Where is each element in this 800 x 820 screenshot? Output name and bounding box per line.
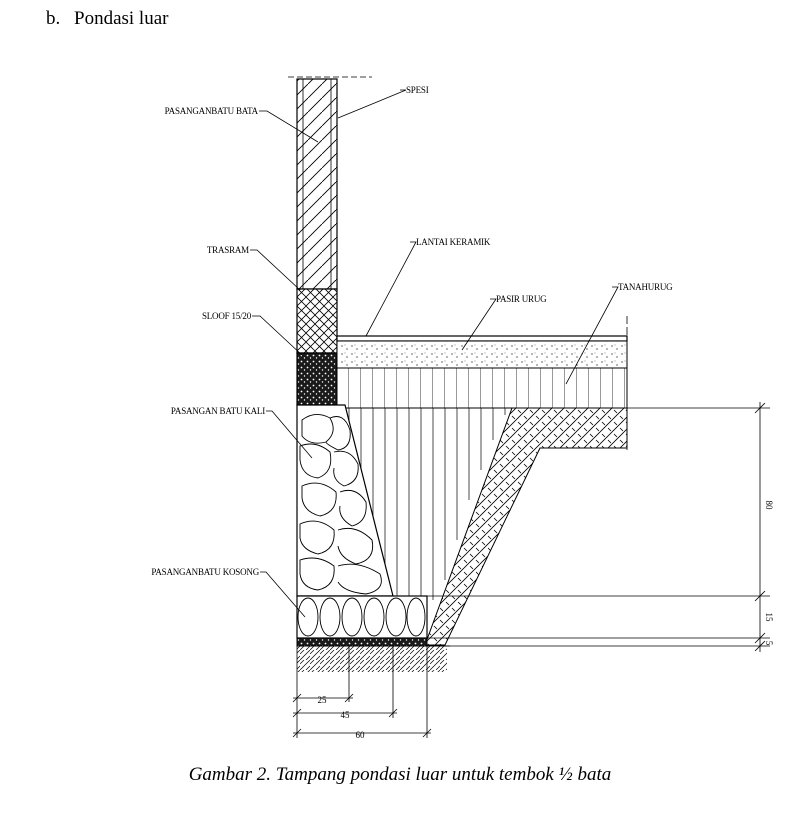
river-stones	[299, 414, 382, 595]
trasram-block	[296, 288, 338, 354]
label-pasangan-batu-kosong: PASANGANBATU KOSONG	[151, 567, 259, 577]
section-heading: b. Pondasi luar	[46, 8, 168, 30]
label-trasram: TRASRAM	[207, 245, 249, 255]
dim-5: 5	[764, 641, 774, 646]
original-soil	[424, 407, 628, 646]
fill-soil	[336, 367, 628, 409]
dim-15: 15	[764, 613, 774, 623]
label-lantai-keramik: LANTAI KERAMIK	[416, 237, 491, 247]
sand-fill	[336, 340, 628, 369]
ceramic-floor	[336, 335, 628, 342]
river-stone-masonry	[296, 404, 394, 597]
brick-wall	[296, 78, 338, 290]
ground-below	[297, 646, 447, 672]
label-pasangan-batu-kali: PASANGAN BATU KALI	[171, 406, 265, 416]
dim-60: 60	[356, 730, 366, 740]
label-tanah-urug: TANAHURUG	[618, 282, 673, 292]
lean-concrete	[296, 637, 428, 647]
heading-letter: b.	[46, 8, 61, 29]
vertical-dimensions	[393, 402, 770, 652]
figure-caption: Gambar 2. Tampang pondasi luar untuk tem…	[188, 764, 612, 785]
foundation-section-drawing: 80 15 5 25 45 60 PASANGANBATU BATA SPESI…	[151, 76, 774, 740]
label-sloof: SLOOF 15/20	[202, 311, 252, 321]
label-pasangan-batu-bata: PASANGANBATU BATA	[165, 106, 259, 116]
dim-80: 80	[764, 501, 774, 511]
leader-lines	[250, 89, 619, 618]
sloof-block	[296, 352, 338, 406]
dim-25: 25	[318, 695, 328, 705]
heading-text: Pondasi luar	[74, 8, 169, 29]
label-spesi: SPESI	[406, 85, 429, 95]
horizontal-dimensions	[292, 646, 432, 738]
label-pasir-urug: PASIR URUG	[496, 294, 547, 304]
dim-45: 45	[341, 710, 351, 720]
